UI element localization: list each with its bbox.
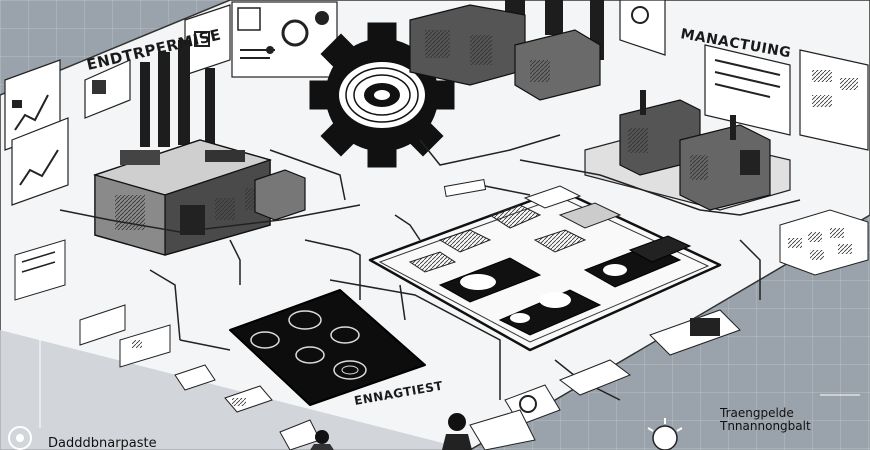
label-bottom-right-2: Tnnannongbalt: [719, 419, 811, 433]
doc-card-left-mid: [14, 239, 171, 368]
person-silhouette-2: [442, 413, 472, 450]
person-silhouette-1: [310, 430, 334, 450]
doc-cards-right: [558, 209, 869, 396]
label-bottom-left: Dadddbnarpaste: [48, 436, 157, 450]
spark-icon: [647, 418, 683, 450]
bottom-center-docs: [469, 384, 561, 450]
connector-tag: [443, 179, 487, 197]
target-icon: [8, 426, 32, 450]
doc-card-left-2: [11, 117, 69, 206]
platform-cards: [408, 185, 692, 336]
factory-top-center: [409, 0, 604, 101]
doc-card-top-1: [84, 59, 131, 119]
doc-card-topright-1: [619, 0, 666, 56]
doc-card-top-3: [231, 1, 338, 78]
doc-card-topright-2: [704, 44, 791, 136]
analytics-panel: [229, 289, 426, 406]
bottom-left-docs: [174, 364, 321, 450]
label-bottom-right-1: Traengpelde: [719, 406, 794, 420]
doc-card-topright-3: [799, 49, 869, 151]
connector-lines: [59, 134, 801, 401]
manufacturing-plant: [584, 90, 791, 211]
